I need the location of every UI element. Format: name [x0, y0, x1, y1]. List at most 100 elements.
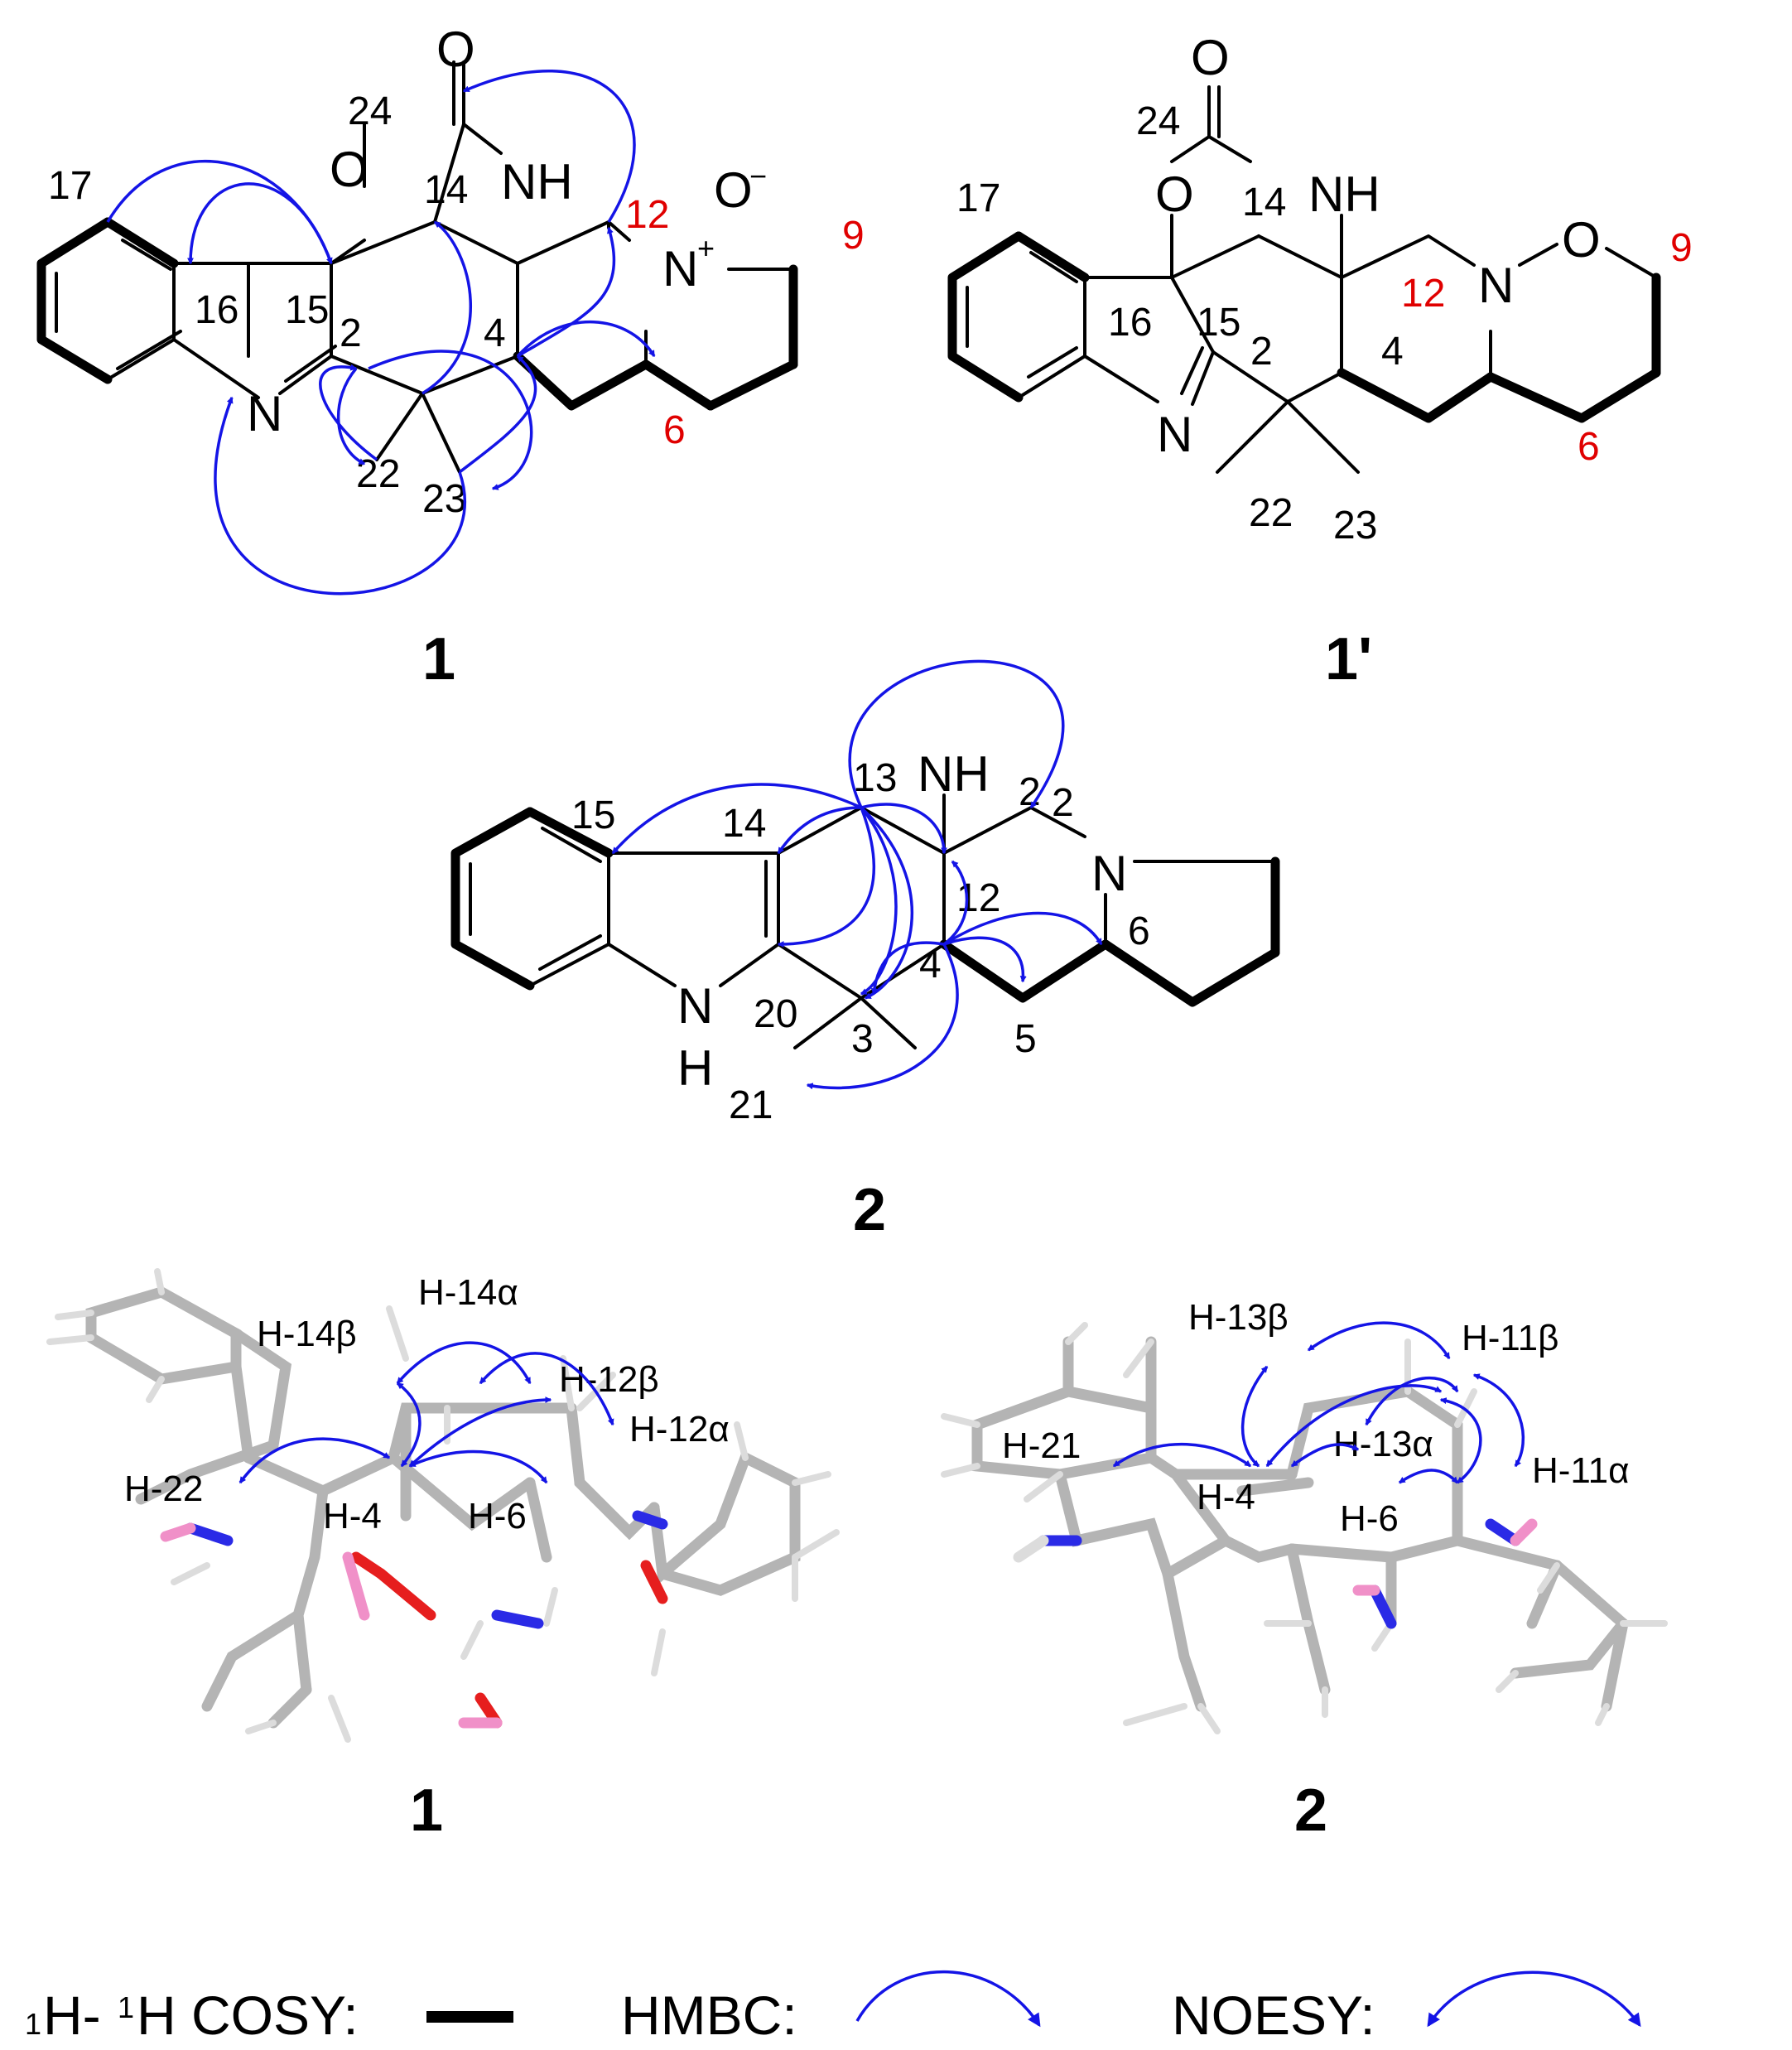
m2-h13a-label: H-13α — [1333, 1424, 1433, 1464]
c1-label-17: 17 — [48, 164, 92, 208]
c1p-label-17: 17 — [956, 176, 1000, 220]
legend-noesy-arrow — [1427, 1970, 1641, 2028]
c1-atom-o-carbonyl: O — [436, 22, 475, 77]
c1p-label-22: 22 — [1249, 491, 1293, 535]
m2-noesy-arrow — [1307, 1321, 1451, 1360]
model-2-noesy-arrows — [1112, 1321, 1525, 1484]
model-2-sticks — [941, 1322, 1668, 1734]
m1-h12a-label: H-12α — [629, 1409, 730, 1449]
m1-noesy-arrow — [396, 1341, 532, 1385]
c1p-label-6: 6 — [1578, 425, 1600, 469]
compound-2-labels: NH 2 N N H 13 15 14 2 12 6 4 20 3 5 21 2 — [571, 746, 1150, 1243]
c2-atom-nh-n: N — [677, 978, 713, 1034]
c1p-label-9: 9 — [1670, 226, 1693, 270]
m2-noesy-arrow — [1472, 1373, 1525, 1468]
c1-charge-plus: + — [697, 231, 715, 265]
c1-hmbc-arrow — [368, 350, 533, 490]
m1-noesy-arrow — [408, 1449, 548, 1484]
m1-h22-label: H-22 — [124, 1469, 203, 1509]
c1p-label-16: 16 — [1108, 301, 1152, 345]
c2-label-21: 21 — [729, 1083, 773, 1127]
c2-hmbc-arrow — [870, 941, 945, 996]
c1p-atom-nh: NH — [1308, 166, 1380, 222]
compound-1-labels: O O NH N + O − N 24 17 14 12 9 16 15 2 4… — [48, 22, 865, 692]
m1-noesy-arrow — [479, 1352, 614, 1426]
c2-hmbc-arrow — [777, 806, 862, 855]
c2-atom-nh-h: H — [677, 1040, 713, 1096]
c1-label-2: 2 — [340, 311, 362, 355]
c1-hmbc-arrow — [458, 355, 537, 474]
m1-h12b-label: H-12β — [559, 1359, 659, 1400]
legend: 1H-1H COSY: HMBC: NOESY: — [25, 1970, 1641, 2046]
c2-label-13: 13 — [853, 756, 897, 800]
m2-noesy-arrow — [1240, 1365, 1269, 1468]
c2-hmbc-arrow — [860, 803, 947, 855]
m1-h4-label: H-4 — [323, 1496, 382, 1536]
c1-charge-minus: − — [749, 159, 767, 193]
c1-atom-o-minus: O — [714, 162, 753, 218]
c2-label-2: 2 — [1052, 781, 1074, 825]
compound-1p-structure — [947, 85, 1661, 474]
legend-cosy-rest: H COSY: — [137, 1985, 359, 2046]
c1p-compound-label: 1' — [1325, 626, 1372, 692]
c2-label-3: 3 — [851, 1017, 874, 1061]
c1p-label-2: 2 — [1250, 330, 1273, 374]
c1p-label-23: 23 — [1333, 504, 1377, 547]
legend-noesy-label: NOESY: — [1172, 1985, 1375, 2046]
c2-atom-nh2: NH — [918, 746, 990, 802]
c2-label-5: 5 — [1014, 1017, 1037, 1061]
c1p-atom-n-ring: N — [1478, 258, 1514, 313]
c2-hmbc-arrow — [777, 807, 875, 948]
m2-noesy-arrow — [1398, 1469, 1459, 1484]
c2-hmbc-arrow — [860, 806, 914, 1000]
c1p-atom-o-ring: O — [1155, 166, 1194, 222]
c1p-atom-o-carbonyl: O — [1191, 30, 1230, 85]
c1p-label-14: 14 — [1242, 181, 1286, 224]
c1-label-16: 16 — [195, 288, 238, 332]
c1p-label-24: 24 — [1136, 99, 1180, 143]
c1p-label-15: 15 — [1197, 301, 1240, 345]
m1-h14b-label: H-14β — [257, 1314, 357, 1354]
c2-hmbc-arrow — [860, 806, 898, 996]
c2-hmbc-arrow — [942, 860, 969, 946]
c1-label-6: 6 — [663, 408, 686, 452]
c1-label-22: 22 — [356, 452, 400, 496]
c2-hmbc-arrow — [848, 659, 1065, 809]
c1-label-9: 9 — [842, 214, 865, 258]
legend-cosy-label: 1H-1H COSY: — [25, 1985, 359, 2046]
c1p-label-12: 12 — [1401, 272, 1445, 316]
m1-h14a-label: H-14α — [418, 1272, 518, 1313]
c1-label-24: 24 — [348, 89, 392, 133]
c2-label-6: 6 — [1128, 909, 1150, 953]
m2-h21-label: H-21 — [1002, 1425, 1081, 1466]
m1-h6-label: H-6 — [468, 1496, 527, 1536]
m2-h11a-label: H-11α — [1532, 1450, 1630, 1491]
m2-h6-label: H-6 — [1340, 1498, 1399, 1539]
c2-compound-label: 2 — [853, 1177, 886, 1243]
m1-compound-label: 1 — [410, 1777, 443, 1844]
c2-label-15: 15 — [571, 793, 615, 837]
c2-atom-n-ring: N — [1091, 846, 1127, 901]
c1p-label-4: 4 — [1381, 330, 1404, 374]
c1-label-15: 15 — [285, 288, 329, 332]
c1-atom-o-ring: O — [330, 142, 369, 197]
legend-hmbc-label: HMBC: — [621, 1985, 797, 2046]
compound-1-structure — [36, 60, 798, 474]
c1-hmbc-arrow — [462, 70, 636, 223]
c1-hmbc-arrow — [422, 220, 473, 395]
legend-hmbc-arrow — [855, 1970, 1041, 2028]
c2-hmbc-arrow — [943, 911, 1103, 946]
model-1-sticks — [46, 1268, 840, 1743]
m2-noesy-arrow — [1112, 1443, 1252, 1468]
legend-cosy-h1: H- — [43, 1985, 101, 2046]
c1p-atom-n-imine: N — [1157, 407, 1192, 462]
c1p-atom-o-nring: O — [1562, 212, 1601, 268]
m2-h11b-label: H-11β — [1462, 1318, 1558, 1358]
c1-label-12: 12 — [625, 193, 669, 237]
c1-label-14: 14 — [424, 168, 468, 212]
c1-label-4: 4 — [484, 311, 506, 355]
c1-hmbc-arrow — [517, 226, 616, 358]
c1-hmbc-arrow — [187, 182, 333, 265]
c2-label-4: 4 — [919, 943, 942, 986]
